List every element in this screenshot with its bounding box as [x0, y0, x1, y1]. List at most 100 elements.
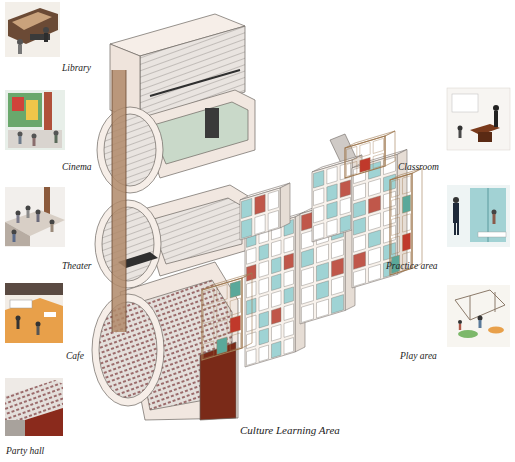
shelf-module-part: [259, 311, 269, 328]
shelf-module-part: [247, 264, 257, 281]
shelf-module-part: [280, 183, 290, 228]
play-area-thumbnail-part: [455, 290, 505, 320]
wood-frame-part: [403, 195, 411, 213]
shelf-module-part: [340, 197, 350, 215]
cinema-thumbnail-part: [55, 135, 58, 143]
classroom-thumbnail-part: [458, 126, 463, 131]
shelf-module-part: [354, 183, 366, 201]
cinema-volume-part: [205, 108, 219, 138]
shelf-module-part: [259, 261, 269, 278]
library-thumbnail-part: [18, 45, 22, 54]
shelf-module-part: [369, 179, 381, 197]
practice-area-thumbnail-part: [478, 232, 506, 237]
wood-frame: [202, 273, 252, 360]
shelf-module-part: [268, 210, 278, 230]
shelf-module-part: [317, 244, 329, 263]
cinema-thumbnail-part: [26, 100, 38, 120]
wood-frame-part: [204, 288, 214, 306]
play-area-thumbnail-part: [458, 330, 478, 338]
play-area-thumbnail-part: [495, 292, 496, 312]
shelf-module-part: [332, 295, 344, 314]
wood-frame-part: [392, 198, 400, 216]
shelf-module-part: [242, 198, 252, 218]
classroom-thumbnail-part: [459, 130, 462, 138]
area-label: Cinema: [62, 162, 92, 173]
shelf-module-part: [247, 248, 257, 265]
shelf-module-part: [332, 258, 344, 277]
theater-thumbnail-part: [12, 230, 17, 235]
shelf-module-part: [272, 257, 282, 274]
shelf-module-part: [240, 188, 280, 240]
cinema-volume-part: [97, 107, 163, 193]
theater-thumbnail-part: [50, 220, 55, 225]
theater-thumbnail-part: [26, 206, 31, 211]
cinema-volume-part: [150, 102, 248, 164]
play-area-thumbnail-part: [459, 324, 461, 330]
shelf-module-part: [284, 321, 294, 338]
shelf-module-part: [259, 294, 269, 311]
shelf-module-part: [354, 252, 366, 270]
party-hall-thumbnail-part: [5, 420, 25, 436]
shelf-module-part: [369, 230, 381, 248]
wood-frame-part: [360, 142, 370, 157]
theater-thumbnail-part: [16, 211, 21, 216]
wood-frame-part: [390, 173, 412, 275]
shelf-module-part: [314, 170, 324, 188]
wood-frame-part: [412, 168, 422, 268]
cinema-thumbnail-part: [19, 136, 22, 144]
theater-thumbnail-part: [27, 210, 30, 218]
wood-frame-part: [403, 214, 411, 232]
shelf-module: [240, 183, 290, 240]
play-area-thumbnail-part: [447, 285, 510, 347]
practice-area-thumbnail-part: [453, 203, 459, 223]
cinema-thumbnail-part: [8, 130, 62, 148]
play-area-thumbnail: [447, 285, 510, 347]
wood-frame-part: [217, 319, 227, 337]
wood-frame-part: [217, 284, 227, 302]
shelf-module-part: [272, 274, 282, 291]
wood-frame-part: [242, 273, 252, 348]
wood-frame: [390, 168, 422, 275]
party-hall-volume-part: [99, 302, 157, 398]
area-label: Cafe: [66, 351, 84, 362]
theater-thumbnail-part: [13, 234, 16, 242]
play-area-thumbnail-part: [478, 316, 483, 321]
shelf-module-part: [259, 345, 269, 362]
cafe-thumbnail: [5, 283, 63, 343]
library-thumbnail-part: [5, 2, 60, 57]
elevator-tower-part: [126, 70, 127, 332]
cinema-thumbnail-part: [32, 134, 37, 139]
wood-frame-part: [230, 315, 240, 333]
play-area-thumbnail-part: [458, 320, 462, 324]
cinema-thumbnail-part: [8, 93, 42, 127]
wood-frame: [345, 131, 395, 178]
library-thumbnail-part: [43, 27, 49, 33]
play-area-thumbnail-part: [470, 296, 471, 320]
wood-frame-part: [347, 161, 357, 176]
wood-frame-part: [373, 153, 383, 168]
shelf-module-part: [369, 247, 381, 265]
play-area-thumbnail-part: [479, 320, 482, 328]
theater-volume-part: [150, 198, 242, 264]
party-hall-thumbnail-part: [5, 380, 63, 436]
classroom-thumbnail-part: [447, 88, 510, 150]
classroom-thumbnail-part: [494, 111, 498, 127]
wood-frame-part: [217, 302, 227, 320]
shelf-module-part: [302, 249, 314, 268]
shelf-module-part: [272, 341, 282, 358]
shelf-module-part: [284, 253, 294, 270]
caption: Culture Learning Area: [240, 424, 340, 437]
wood-frame-part: [360, 157, 370, 172]
cafe-thumbnail-part: [5, 283, 63, 343]
shelf-module-part: [340, 180, 350, 198]
shelf-module-part: [284, 338, 294, 355]
shelf-module-part: [332, 276, 344, 295]
practice-area-thumbnail-part: [454, 223, 456, 235]
party-hall-thumbnail-part: [25, 408, 63, 436]
wood-frame-part: [392, 236, 400, 254]
cafe-thumbnail-part: [16, 316, 21, 321]
cafe-thumbnail-part: [44, 312, 56, 317]
cafe-thumbnail-part: [5, 298, 63, 343]
shelf-module-part: [247, 298, 257, 315]
